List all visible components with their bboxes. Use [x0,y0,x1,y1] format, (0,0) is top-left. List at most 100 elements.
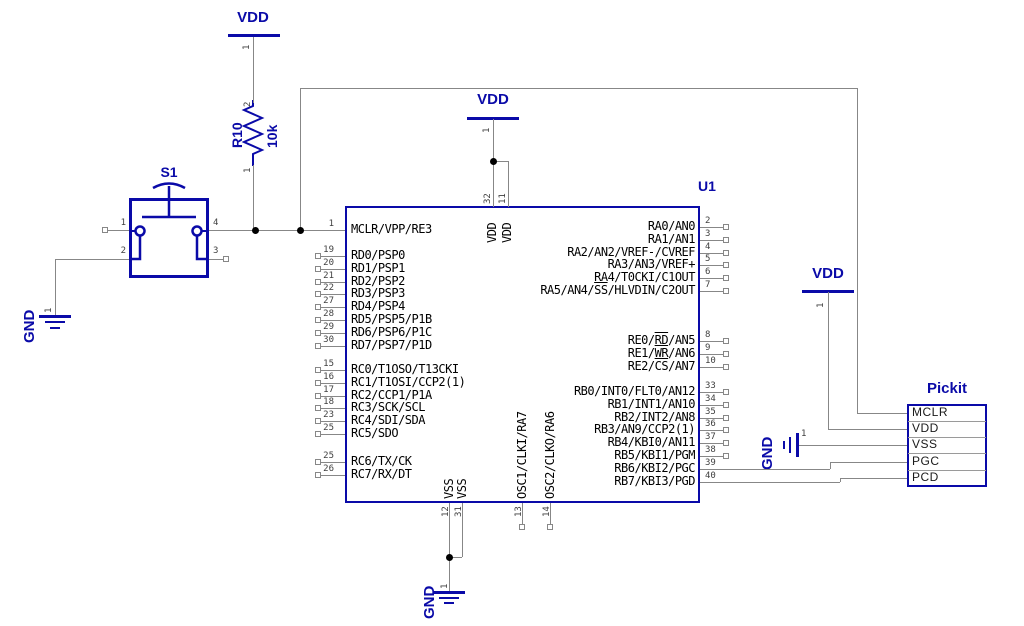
pin-name: RD1/PSP1 [351,261,405,275]
pin-name: RA1/AN1 [647,232,696,246]
vdd-bar-icon [228,34,280,37]
pin-stub [321,370,345,371]
pin-name: VDD [500,222,514,243]
pin-name: RD3/PSP3 [351,286,405,300]
pin-stub [700,392,723,393]
vdd-label: VDD [237,9,269,26]
unconnected-terminal [723,237,729,243]
pin-number: 6 [705,267,711,277]
pin-name: VSS [455,478,469,499]
pin-stub [321,320,345,321]
pin-number: 38 [705,445,716,455]
wire [449,503,450,591]
unconnected-terminal [315,291,321,297]
pin-number: 32 [483,193,493,204]
pin-name: RB3/AN9/CCP2(1) [594,422,695,436]
pickit-row-separator [908,470,986,471]
pin-name: RA5/AN4/SS/HLVDIN/C2OUT [540,283,695,297]
pin-stub [700,253,723,254]
power-pin-number: 1 [482,127,492,133]
wire [493,161,508,162]
pin-name: RB2/INT2/AN8 [614,410,695,424]
pin-stub [700,240,723,241]
wire [209,230,345,231]
pin-name: RA3/AN3/VREF+ [607,257,696,271]
unconnected-terminal [723,364,729,370]
pickit-row-separator [908,453,986,454]
unconnected-terminal [223,256,229,262]
unconnected-terminal [315,380,321,386]
pin-name: RA2/AN2/VREF-/CVREF [567,245,695,259]
pin-name: RC3/SCK/SCL [351,400,425,414]
pin-name: RC4/SDI/SDA [351,413,425,427]
gnd-bars-icon [45,321,65,323]
pin-number: 1 [328,219,334,229]
pin-name: VDD [485,222,499,243]
pin-number: 40 [705,471,716,481]
pin-stub [700,443,723,444]
pin-number: 5 [705,254,711,264]
pin-stub [321,307,345,308]
wire [209,259,223,260]
unconnected-terminal [723,351,729,357]
pin-number: 18 [323,397,334,407]
wire [55,259,56,315]
pin-stub [321,421,345,422]
pin-name: MCLR/VPP/RE3 [351,222,432,236]
vdd-bar-icon [802,290,854,293]
pin-number: 28 [323,309,334,319]
pin-number: 23 [323,410,334,420]
pin-stub [321,396,345,397]
pin-stub [321,282,345,283]
power-pin-number: 1 [44,307,54,313]
pin-stub [700,227,723,228]
pin-number: 36 [705,419,716,429]
unconnected-terminal [315,266,321,272]
unconnected-terminal [723,288,729,294]
pin-name: OSC1/CLKI/RA7 [515,411,529,499]
junction-dot [297,227,304,234]
pickit-pin-label: PGC [912,454,940,468]
pickit-pin-label: VDD [912,421,939,435]
switch-pin-number: 2 [120,246,126,256]
unconnected-terminal [723,275,729,281]
wire [253,37,254,103]
pickit-pin-label: MCLR [912,405,949,419]
pin-stub [700,430,723,431]
pin-stub [700,265,723,266]
pin-stub [321,408,345,409]
unconnected-terminal [315,330,321,336]
wire [300,88,857,89]
pickit-connector-body [907,404,987,487]
pin-stub [321,475,345,476]
wire [857,88,858,413]
pin-number: 34 [705,394,716,404]
wire [840,478,907,479]
junction-dot [252,227,259,234]
pickit-title: Pickit [926,380,968,397]
unconnected-terminal [723,402,729,408]
pin-number: 9 [705,343,711,353]
pin-name: RE0/RD/AN5 [627,333,696,347]
pin-stub [321,462,345,463]
pin-name: RB7/KBI3/PGD [614,474,695,488]
wire [857,413,907,414]
pin-stub [700,291,723,292]
pin-name: RC7/RX/DT [351,467,412,481]
junction-dot [490,158,497,165]
pin-number: 31 [454,506,464,517]
pickit-pin-label: PCD [912,470,939,484]
pin-number: 19 [323,245,334,255]
pin-name: RC2/CCP1/P1A [351,388,432,402]
gnd-label: GND [759,436,776,470]
pin-name: RA0/AN0 [647,219,696,233]
pin-name: RD5/PSP5/P1B [351,312,432,326]
pin-stub [700,405,723,406]
pin-name: OSC2/CLKO/RA6 [543,411,557,499]
pin-name: RB5/KBI1/PGM [614,448,695,462]
unconnected-terminal [723,250,729,256]
wire [300,88,301,230]
pin-number: 7 [705,280,711,290]
gnd-bars-icon [796,433,799,457]
pin-stub [321,294,345,295]
